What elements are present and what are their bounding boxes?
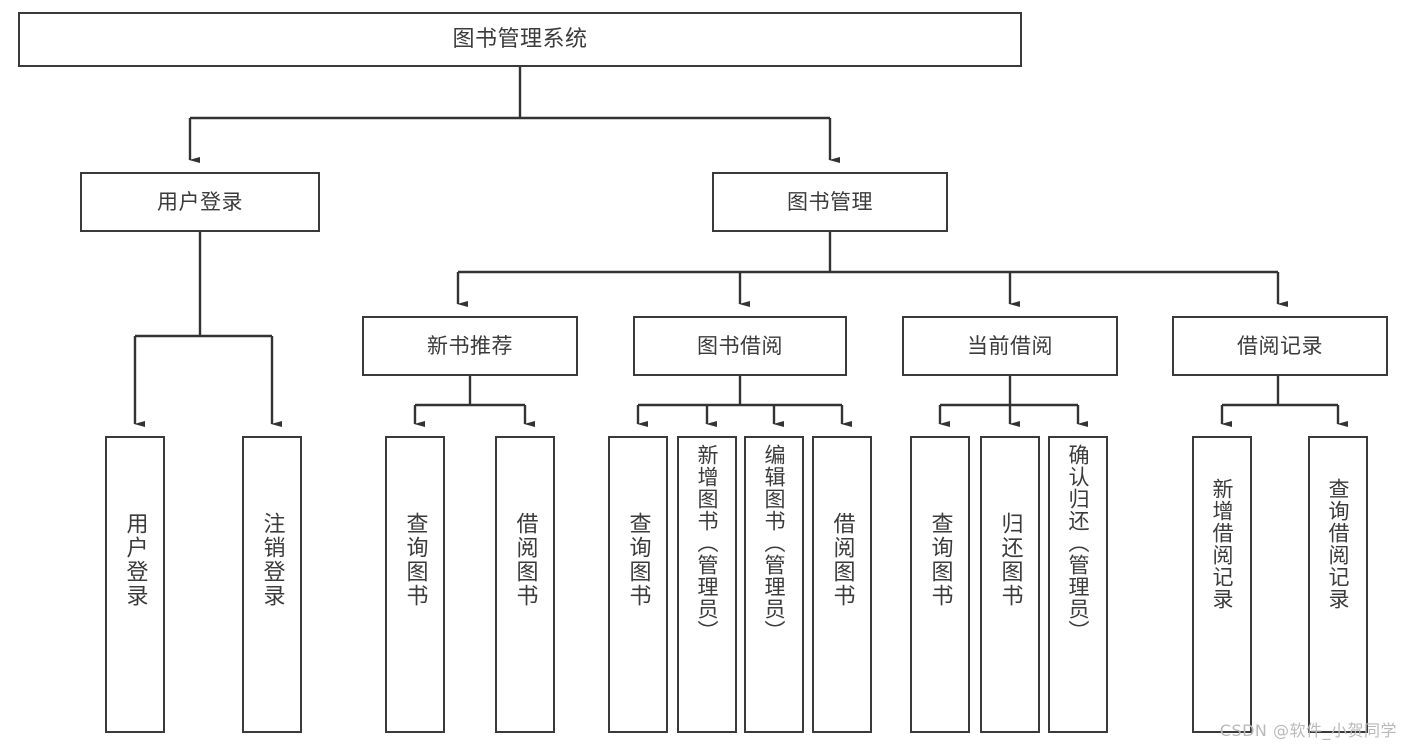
- leaf-query-borrow-record[interactable]: 查询借阅记录: [1308, 436, 1368, 733]
- node-label: 新书推荐: [427, 333, 513, 358]
- node-label: 借阅图书: [512, 512, 538, 608]
- node-label: 查询图书: [625, 512, 651, 608]
- node-book-borrow[interactable]: 图书借阅: [633, 316, 847, 376]
- node-label: 借阅记录: [1237, 333, 1323, 358]
- node-label: 图书管理系统: [452, 26, 588, 52]
- leaf-add-book-admin[interactable]: 新增图书（管理员）: [677, 436, 737, 733]
- node-root-system[interactable]: 图书管理系统: [18, 12, 1022, 67]
- leaf-query-book-current[interactable]: 查询图书: [910, 436, 970, 733]
- node-label: 确认归还（管理员）: [1066, 444, 1091, 642]
- node-label: 用户登录: [122, 512, 148, 608]
- node-new-book-recommend[interactable]: 新书推荐: [362, 316, 578, 376]
- node-label: 用户登录: [157, 189, 243, 214]
- leaf-query-book-recommend[interactable]: 查询图书: [385, 436, 445, 733]
- node-label: 注销登录: [259, 512, 285, 608]
- node-label: 新增借阅记录: [1210, 478, 1235, 610]
- node-label: 查询图书: [402, 512, 428, 608]
- leaf-confirm-return-admin[interactable]: 确认归还（管理员）: [1048, 436, 1108, 733]
- leaf-return-book[interactable]: 归还图书: [980, 436, 1040, 733]
- node-label: 编辑图书（管理员）: [762, 444, 787, 642]
- node-label: 新增图书（管理员）: [695, 444, 720, 642]
- leaf-user-login[interactable]: 用户登录: [105, 436, 165, 733]
- leaf-add-borrow-record[interactable]: 新增借阅记录: [1192, 436, 1252, 733]
- leaf-borrow-book-recommend[interactable]: 借阅图书: [495, 436, 555, 733]
- node-label: 当前借阅: [967, 333, 1053, 358]
- node-label: 查询借阅记录: [1326, 478, 1351, 610]
- leaf-borrow-book[interactable]: 借阅图书: [812, 436, 872, 733]
- leaf-query-book-borrow[interactable]: 查询图书: [608, 436, 668, 733]
- node-label: 借阅图书: [829, 512, 855, 608]
- node-borrow-record[interactable]: 借阅记录: [1172, 316, 1388, 376]
- node-book-management[interactable]: 图书管理: [712, 172, 948, 232]
- node-label: 查询图书: [927, 512, 953, 608]
- node-label: 归还图书: [997, 512, 1023, 608]
- leaf-edit-book-admin[interactable]: 编辑图书（管理员）: [744, 436, 804, 733]
- watermark-text: CSDN @软件_小贺同学: [1219, 721, 1397, 740]
- leaf-logout[interactable]: 注销登录: [242, 436, 302, 733]
- node-current-borrow[interactable]: 当前借阅: [902, 316, 1118, 376]
- node-label: 图书借阅: [697, 333, 783, 358]
- node-label: 图书管理: [787, 189, 873, 214]
- node-user-login[interactable]: 用户登录: [80, 172, 320, 232]
